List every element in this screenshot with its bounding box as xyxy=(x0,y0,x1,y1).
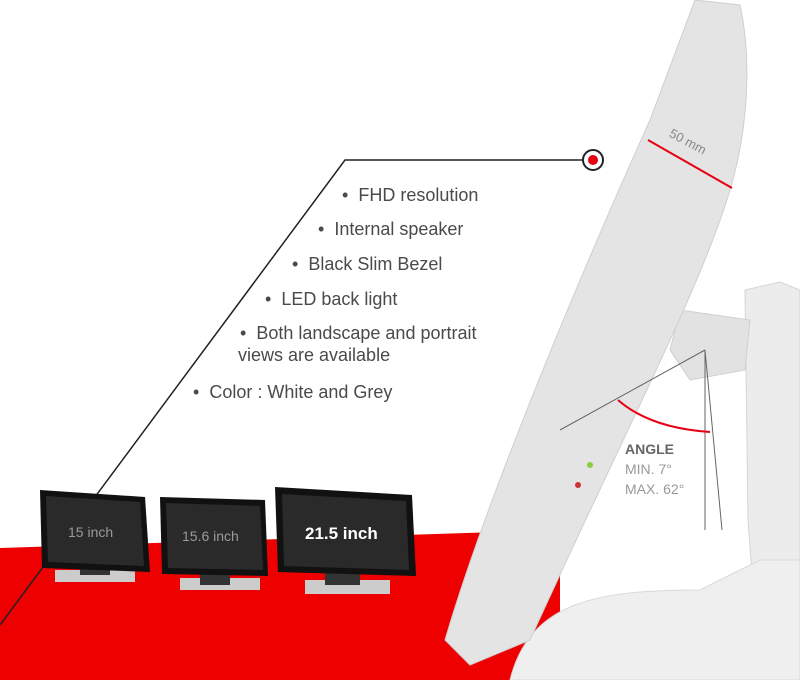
model-label-21-5: 21.5 inch xyxy=(305,524,378,543)
feature-speaker: • Internal speaker xyxy=(318,219,464,239)
feature-color: • Color : White and Grey xyxy=(193,382,393,402)
dimension-arrow xyxy=(647,139,733,189)
monitor-21-5 xyxy=(275,487,416,594)
led-red xyxy=(575,482,581,488)
led-green xyxy=(587,462,593,468)
angle-arc-arrow xyxy=(617,399,711,433)
callout-line xyxy=(0,159,583,626)
callout-dot xyxy=(588,155,598,165)
feature-fhd: • FHD resolution xyxy=(342,185,479,205)
angle-title: ANGLE xyxy=(625,441,674,457)
monitor-side-body xyxy=(444,0,748,666)
feature-led: • LED back light xyxy=(265,289,398,309)
angle-line-1 xyxy=(559,349,706,431)
monitor-15-6 xyxy=(160,497,268,590)
stand-hinge xyxy=(669,309,751,381)
angle-line-3 xyxy=(704,349,723,531)
model-label-15: 15 inch xyxy=(68,524,114,540)
feature-bezel: • Black Slim Bezel xyxy=(292,254,443,274)
feature-orientation: • Both landscape and portrait xyxy=(240,323,477,343)
monitor-15 xyxy=(40,490,150,582)
angle-max: MAX. 62° xyxy=(625,481,685,497)
feature-orientation-2: views are available xyxy=(238,345,391,365)
angle-min: MIN. 7° xyxy=(625,461,672,477)
stand-base xyxy=(509,559,800,680)
model-label-15-6: 15.6 inch xyxy=(182,528,239,544)
